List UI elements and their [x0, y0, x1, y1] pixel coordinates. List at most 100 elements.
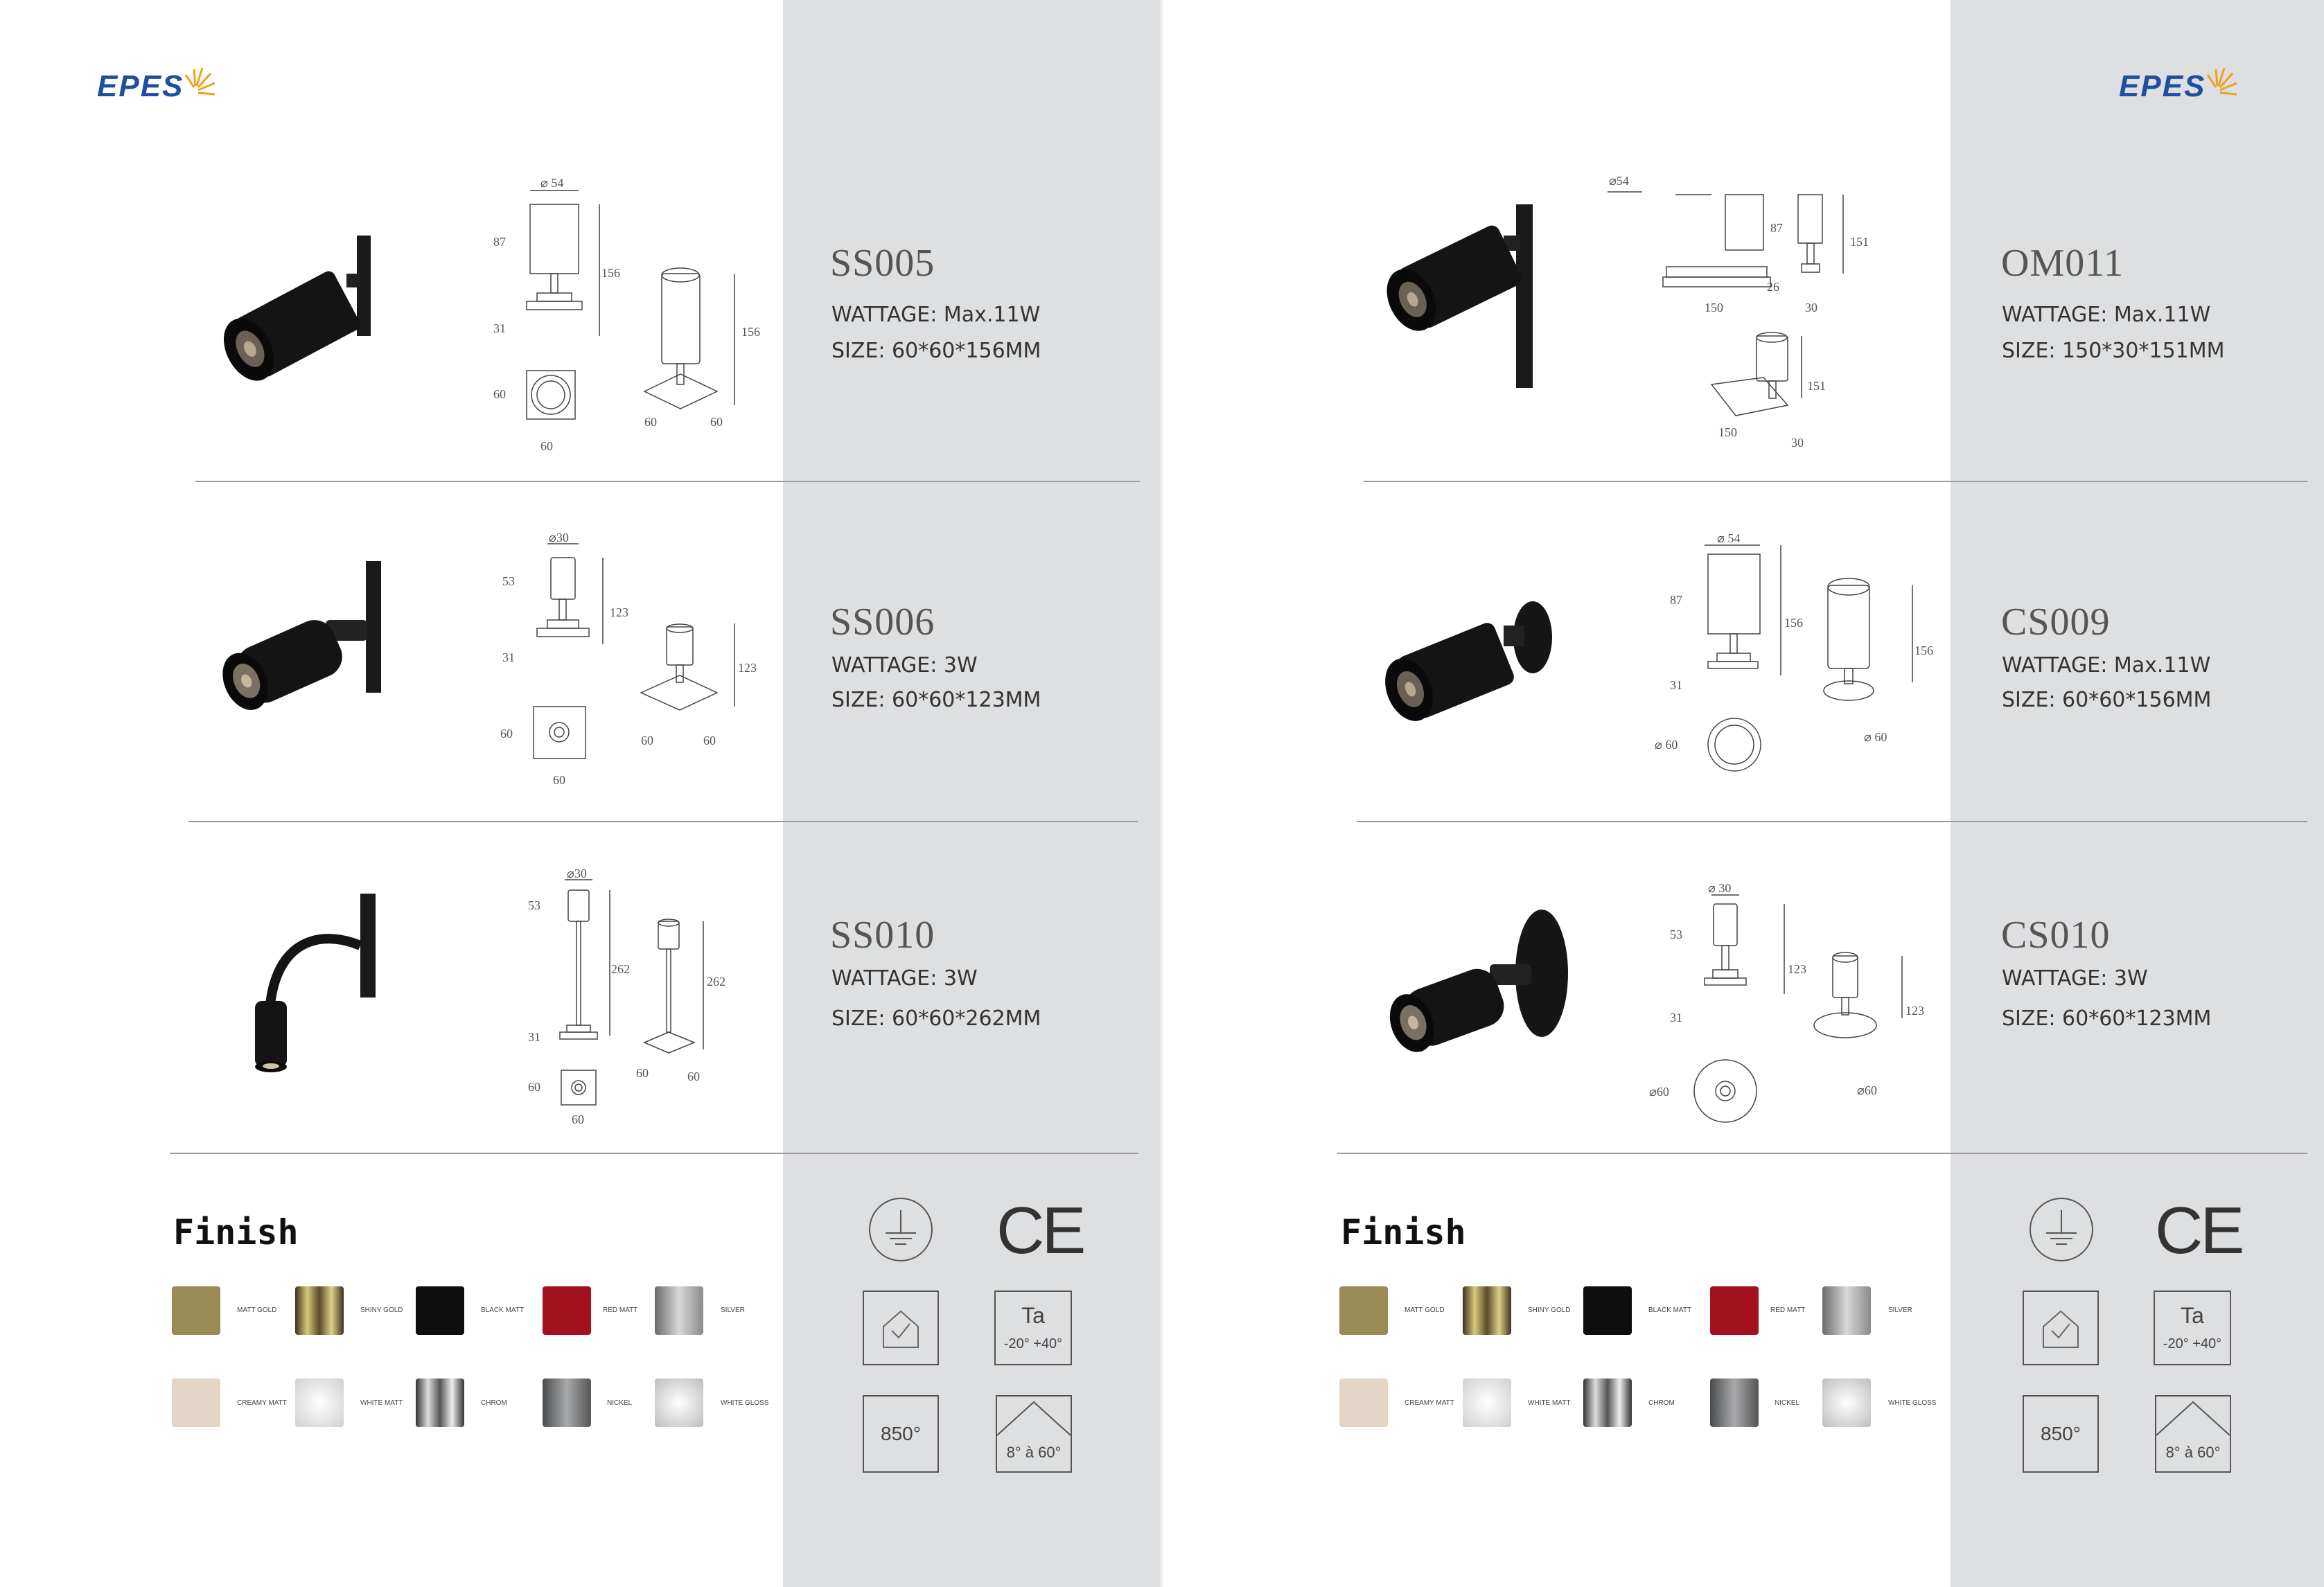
left-gray-panel	[783, 0, 1161, 1587]
swatch-label: WHITE GLOSS	[1888, 1399, 1937, 1407]
dim-width: 60	[540, 439, 553, 453]
product-wattage: WATTAGE: 3W	[2002, 966, 2148, 991]
swatch-matt-gold	[172, 1286, 220, 1335]
brand-logo-left: EPES	[97, 64, 229, 105]
ground-symbol-icon	[869, 1198, 933, 1261]
dim-iso-d: 60	[703, 734, 716, 747]
indoor-use-badge	[863, 1291, 939, 1365]
ta-temperature-badge: Ta -20° +40°	[994, 1291, 1072, 1365]
angle-value: 8° à 60°	[1006, 1444, 1062, 1461]
swatch-white-matt	[295, 1378, 344, 1427]
swatch-label: MATT GOLD	[1405, 1306, 1445, 1314]
swatch-label: NICKEL	[1775, 1399, 1800, 1407]
technical-drawing-cs009: ⌀ 54 87 31 156 ⌀ 60 156 ⌀ 60	[1655, 531, 1933, 772]
finish-title: Finish	[1341, 1212, 1466, 1252]
dim-width: 60	[572, 1112, 584, 1126]
dim-iso-w: 60	[641, 734, 653, 747]
product-wattage: WATTAGE: 3W	[831, 653, 978, 677]
swatch-black-matt	[416, 1286, 464, 1335]
swatch-label: RED MATT	[603, 1306, 638, 1314]
swatch-shiny-gold	[295, 1286, 344, 1335]
swatch-label: MATT GOLD	[237, 1306, 277, 1314]
technical-drawing-ss010: ⌀30 53 31 262 60 60 262 60 60	[528, 869, 725, 1126]
dim-iso-h: 156	[741, 325, 760, 339]
angle-value: 8° à 60°	[2165, 1444, 2221, 1461]
dim-width: 150	[1705, 301, 1723, 314]
dim-iso-base: ⌀60	[1857, 1083, 1877, 1097]
swatch-label: BLACK MATT	[1648, 1306, 1692, 1314]
product-photo-om011	[1387, 204, 1533, 388]
dim-total: 156	[1784, 616, 1803, 630]
swatch-nickel	[543, 1378, 591, 1427]
row-divider	[188, 821, 1138, 822]
product-wattage: WATTAGE: Max.11W	[2002, 653, 2211, 677]
dim-h2: 31	[493, 321, 506, 335]
brand-logo-text: EPES	[97, 69, 184, 103]
product-photo-ss005	[223, 236, 371, 381]
dim-iso-d: 60	[687, 1070, 700, 1083]
dim-iso-h: 262	[707, 975, 725, 988]
product-code: SS006	[830, 601, 935, 644]
swatch-label: NICKEL	[607, 1399, 633, 1407]
product-code: SS010	[830, 914, 935, 957]
dim-iso-w: 60	[644, 415, 657, 429]
house-check-icon	[2043, 1310, 2079, 1348]
dim-h1: 87	[1770, 221, 1783, 235]
product-wattage: WATTAGE: Max.11W	[2002, 303, 2211, 327]
page-spine	[1161, 0, 1163, 1587]
ta-range: -20° +40°	[2163, 1336, 2222, 1351]
product-wattage: WATTAGE: 3W	[831, 966, 978, 991]
ce-mark: CE	[2155, 1194, 2244, 1268]
dim-iso-w: 60	[636, 1066, 649, 1080]
ta-range: -20° +40°	[1003, 1336, 1063, 1351]
swatch-label: WHITE MATT	[1528, 1399, 1571, 1407]
dim-diameter: ⌀30	[549, 533, 569, 544]
swatch-white-gloss	[1822, 1378, 1871, 1427]
swatch-silver	[1822, 1286, 1871, 1335]
product-photo-ss010	[255, 894, 376, 1072]
beam-badge: 850°	[2023, 1395, 2099, 1473]
ta-temperature-badge: Ta -20° +40°	[2154, 1291, 2231, 1365]
swatch-label: CREAMY MATT	[1405, 1399, 1454, 1407]
dim-total: 123	[1788, 962, 1806, 976]
indoor-use-badge	[2023, 1291, 2099, 1365]
dim-plan-h: 60	[528, 1080, 540, 1094]
dim-h2: 31	[528, 1030, 540, 1044]
swatch-white-gloss	[655, 1378, 703, 1427]
swatch-red-matt	[543, 1286, 591, 1335]
dim-diameter: ⌀ 54	[1717, 531, 1740, 545]
dim-h2: 31	[1670, 1011, 1682, 1025]
row-divider	[1364, 481, 2307, 482]
product-photo-cs009	[1385, 601, 1552, 721]
technical-drawing-om011: ⌀54 87 26 151 150 30 151 150 30	[1608, 174, 1869, 450]
swatch-creamy-matt	[172, 1378, 220, 1427]
ta-title: Ta	[1021, 1303, 1045, 1328]
product-size: SIZE: 60*60*262MM	[831, 1007, 1041, 1031]
dim-width: 60	[553, 773, 565, 787]
dim-total: 151	[1850, 235, 1869, 249]
dim-plan-h: 60	[500, 727, 513, 741]
swatch-label: CHROM	[481, 1399, 507, 1407]
right-gray-panel	[1951, 0, 2324, 1587]
swatch-label: WHITE GLOSS	[721, 1399, 769, 1407]
row-divider	[1337, 1153, 2307, 1154]
technical-drawing-cs010: ⌀ 30 53 31 123 ⌀60 123 ⌀60	[1649, 881, 1924, 1123]
swatch-shiny-gold	[1463, 1286, 1511, 1335]
beam-value: 850°	[881, 1423, 921, 1444]
row-divider	[195, 481, 1140, 482]
row-divider	[1357, 821, 2307, 822]
dim-diameter: ⌀ 30	[1708, 881, 1731, 895]
technical-drawing-ss006: ⌀30 53 31 123 60 60 123 60 60	[500, 533, 757, 787]
dim-diameter: ⌀54	[1609, 174, 1629, 188]
house-check-icon	[883, 1310, 919, 1348]
product-code: CS009	[2001, 601, 2111, 644]
swatch-label: SHINY GOLD	[360, 1306, 403, 1314]
dim-diameter: ⌀30	[567, 869, 587, 880]
dim-base: ⌀60	[1649, 1085, 1669, 1099]
dim-h1: 87	[493, 235, 506, 249]
dim-iso-h: 123	[738, 661, 757, 675]
swatch-silver	[655, 1286, 703, 1335]
beam-angle-icon	[997, 1401, 1071, 1436]
swatch-creamy-matt	[1339, 1378, 1388, 1427]
beam-value: 850°	[2041, 1423, 2081, 1444]
